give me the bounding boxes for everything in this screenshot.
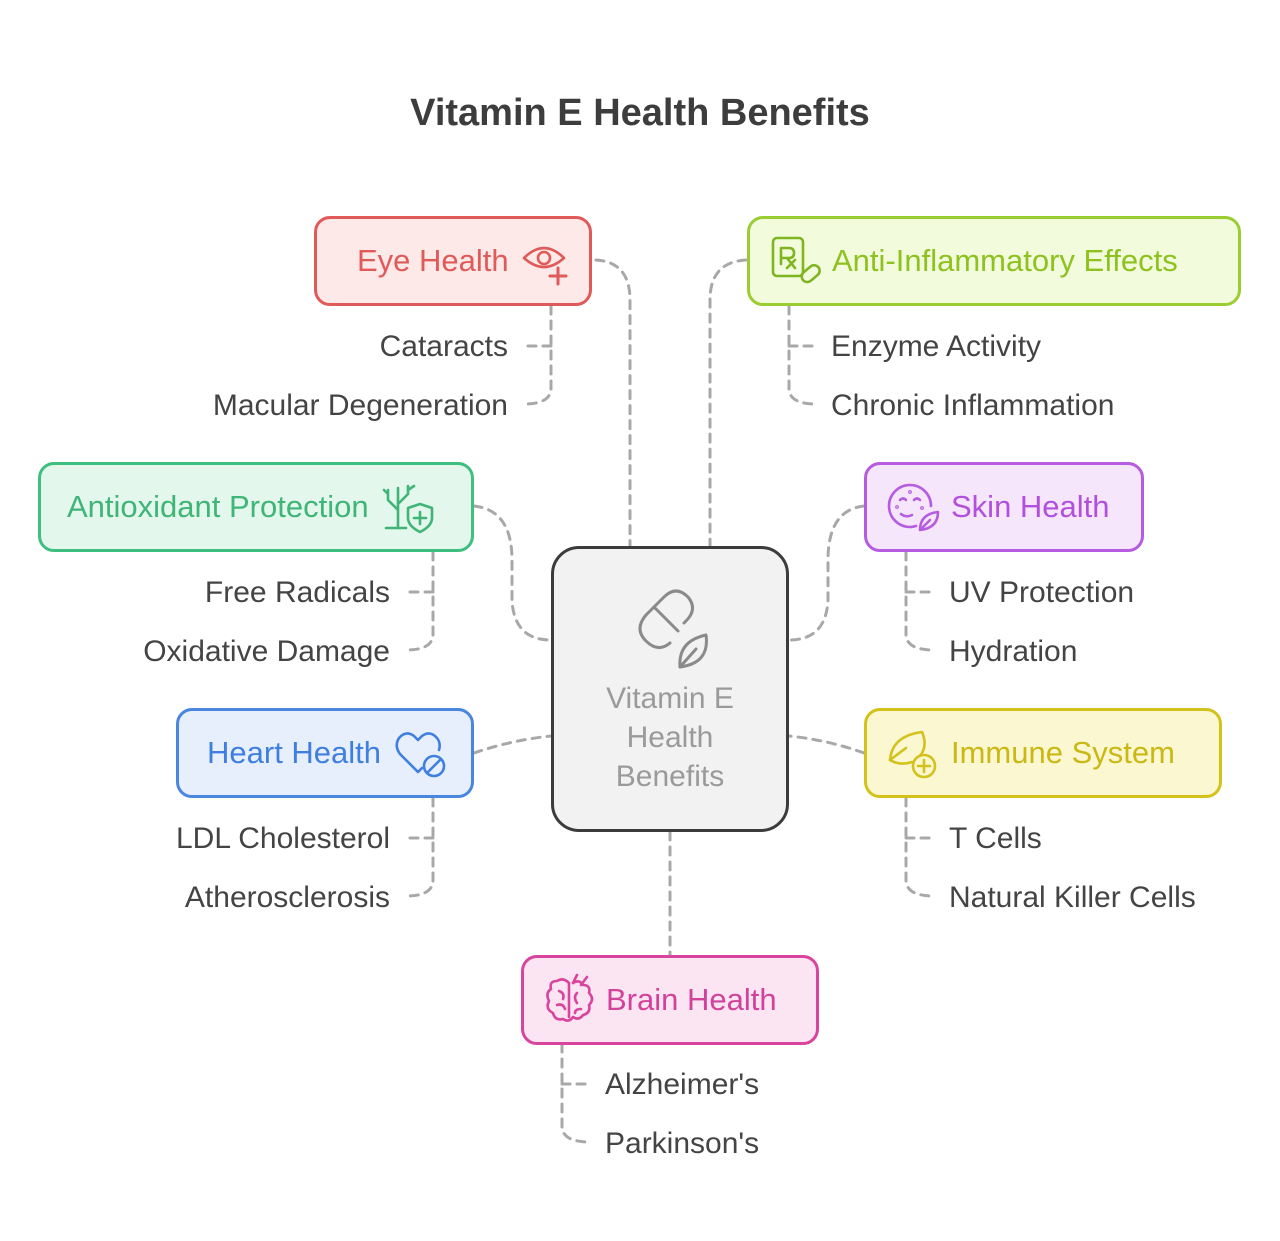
skin-health-box: Skin Health xyxy=(864,462,1144,552)
eye-item-2: Macular Degeneration xyxy=(212,389,508,422)
eye-plus-icon xyxy=(519,233,575,289)
inflammation-item-1: Enzyme Activity xyxy=(831,330,1042,363)
connector-skin xyxy=(787,504,866,642)
brain-item-2: Parkinson's xyxy=(605,1127,760,1160)
connector-inflammation xyxy=(708,258,748,548)
antioxidant-item-2: Oxidative Damage xyxy=(143,635,390,668)
immune-system-label: Immune System xyxy=(951,735,1175,770)
connector-skin-items xyxy=(904,550,938,652)
center-label: Vitamin E Health Benefits xyxy=(606,682,734,793)
connector-antioxidant-items xyxy=(402,550,435,652)
center-node: Vitamin E Health Benefits xyxy=(551,546,789,832)
connector-heart-items xyxy=(402,796,435,898)
leaf-plus-icon xyxy=(885,725,941,781)
heart-health-label: Heart Health xyxy=(207,735,382,770)
connector-heart xyxy=(472,734,553,755)
capsule-leaf-icon xyxy=(624,579,724,679)
coral-shield-icon xyxy=(381,479,437,535)
heart-ban-icon xyxy=(393,725,449,781)
immune-item-2: Natural Killer Cells xyxy=(949,881,1196,914)
antioxidant-protection-box: Antioxidant Protection xyxy=(38,462,474,552)
connector-antioxidant xyxy=(472,504,553,642)
connector-eye-items xyxy=(520,304,553,406)
brain-health-label: Brain Health xyxy=(606,982,777,1017)
brain-item-1: Alzheimer's xyxy=(605,1068,760,1101)
antioxidant-protection-label: Antioxidant Protection xyxy=(67,489,369,524)
anti-inflammatory-label: Anti-Inflammatory Effects xyxy=(832,243,1178,278)
heart-health-box: Heart Health xyxy=(176,708,474,798)
connector-inflammation-items xyxy=(787,304,820,406)
connector-immune-items xyxy=(904,796,938,898)
connector-brain-items xyxy=(560,1042,594,1144)
eye-health-label: Eye Health xyxy=(357,243,509,278)
eye-item-1: Cataracts xyxy=(379,330,508,363)
heart-item-2: Atherosclerosis xyxy=(184,881,390,914)
face-leaf-icon xyxy=(885,479,941,535)
skin-item-1: UV Protection xyxy=(949,576,1135,609)
anti-inflammatory-box: Anti-Inflammatory Effects xyxy=(747,216,1241,306)
immune-system-box: Immune System xyxy=(864,708,1222,798)
brain-icon xyxy=(542,972,598,1028)
skin-item-2: Hydration xyxy=(949,635,1078,668)
immune-item-1: T Cells xyxy=(949,822,1042,855)
connector-eye xyxy=(594,258,632,548)
brain-health-box: Brain Health xyxy=(521,955,819,1045)
skin-health-label: Skin Health xyxy=(951,489,1110,524)
heart-item-1: LDL Cholesterol xyxy=(176,822,390,855)
eye-health-box: Eye Health xyxy=(314,216,592,306)
inflammation-item-2: Chronic Inflammation xyxy=(831,389,1115,422)
connector-immune xyxy=(787,734,866,755)
diagram-title: Vitamin E Health Benefits xyxy=(410,92,870,134)
antioxidant-item-1: Free Radicals xyxy=(204,576,390,609)
prescription-pill-icon xyxy=(768,233,824,289)
